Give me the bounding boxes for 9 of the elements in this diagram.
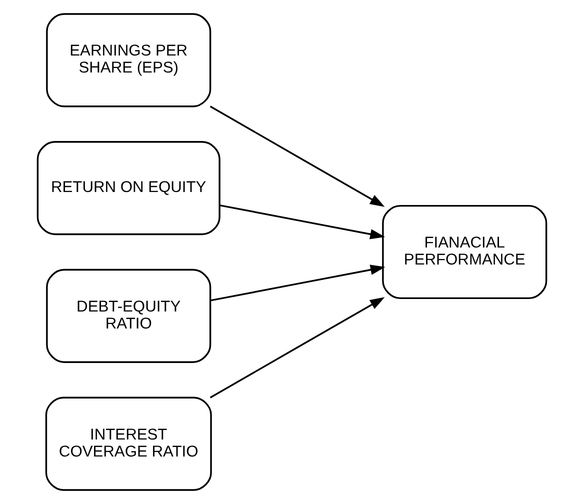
- node-box: RETURN ON EQUITY: [36, 141, 220, 236]
- arrow: [210, 264, 386, 302]
- arrow: [210, 106, 385, 207]
- arrow: [210, 297, 385, 398]
- node-box: INTEREST COVERAGE RATIO: [45, 396, 212, 491]
- node-box: EARNINGS PER SHARE (EPS): [46, 13, 212, 108]
- arrow: [220, 204, 385, 240]
- node-box: DEBT-EQUITY RATIO: [46, 268, 212, 363]
- node-box: FIANACIAL PERFORMANCE: [382, 204, 548, 300]
